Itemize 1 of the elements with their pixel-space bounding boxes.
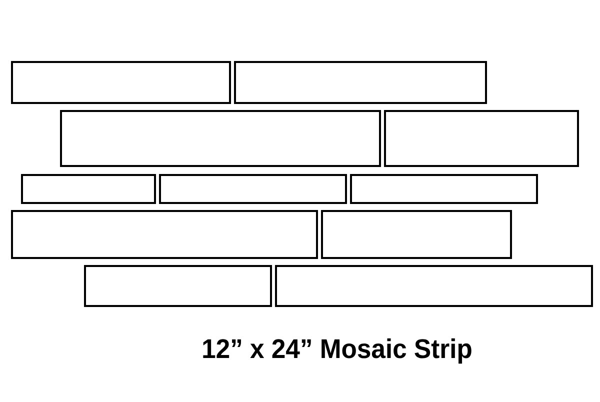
caption: 12” x 24” Mosaic Strip (203, 338, 472, 364)
